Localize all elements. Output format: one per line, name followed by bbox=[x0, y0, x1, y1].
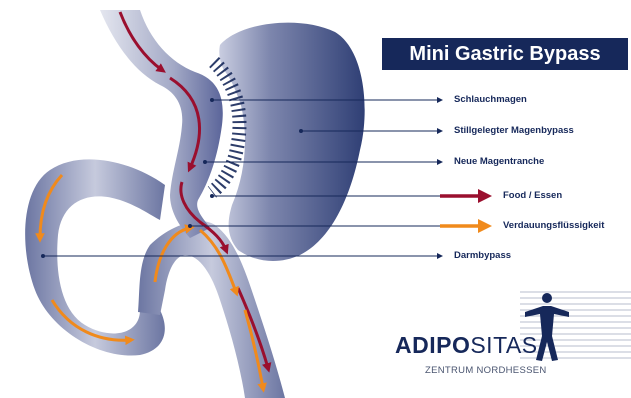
logo-name-bold: ADIPO bbox=[395, 332, 470, 358]
digestive-legend-arrow-head bbox=[478, 219, 492, 233]
logo-name-light: SITAS bbox=[470, 332, 537, 358]
food-legend-arrow-head bbox=[478, 189, 492, 203]
logo-subtitle: ZENTRUM NORDHESSEN bbox=[425, 365, 547, 376]
label-schlauchmagen: Schlauchmagen bbox=[454, 94, 527, 105]
logo-name: ADIPOSITAS bbox=[395, 332, 538, 359]
label-neue-magentranche: Neue Magentranche bbox=[454, 156, 544, 167]
excluded-stomach bbox=[219, 23, 364, 261]
label-verdauungsfluessigkeit: Verdauungsflüssigkeit bbox=[503, 220, 604, 231]
diagram-title: Mini Gastric Bypass bbox=[382, 38, 628, 70]
label-darmbypass: Darmbypass bbox=[454, 250, 511, 261]
label-stillgelegter-magenbypass: Stillgelegter Magenbypass bbox=[454, 125, 574, 136]
label-food: Food / Essen bbox=[503, 190, 562, 201]
